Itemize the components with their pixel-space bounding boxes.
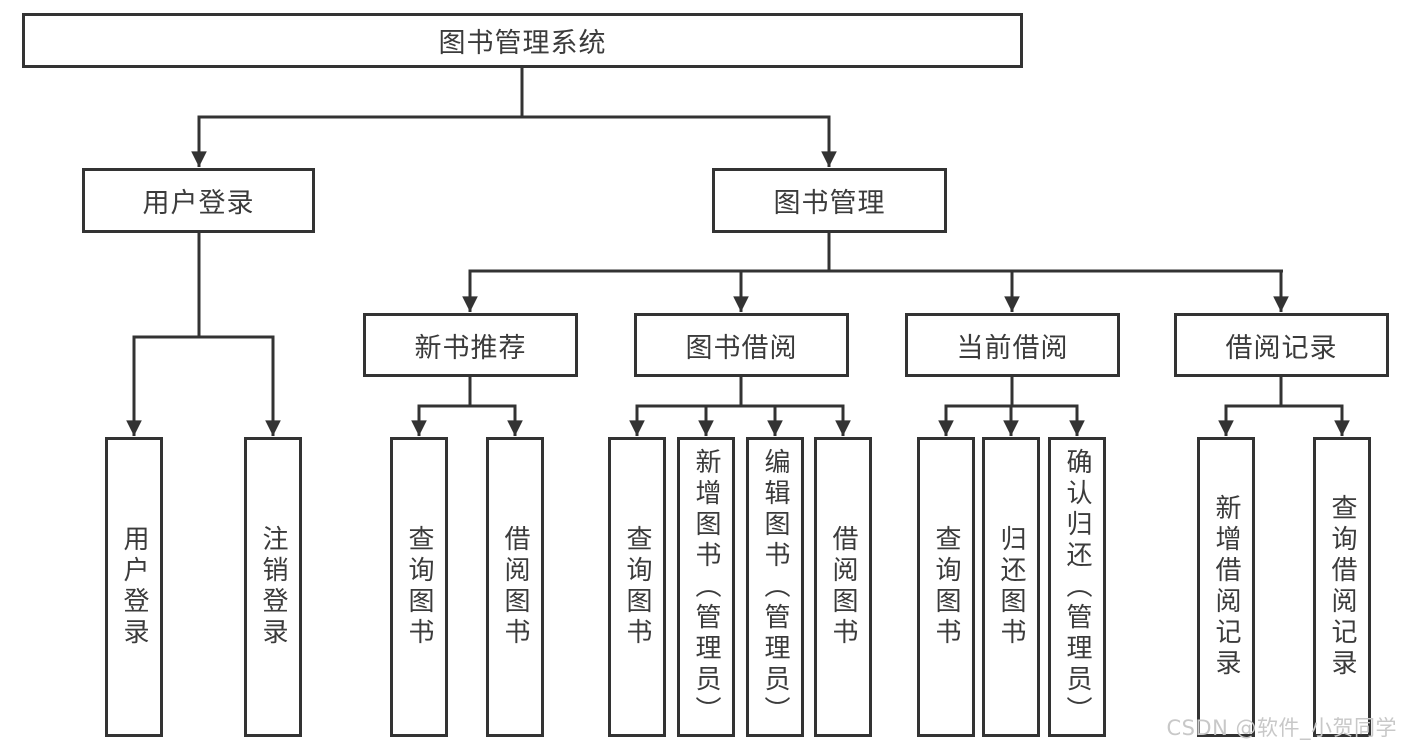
leaf-bb-borrow-books: 借阅图书 <box>814 437 872 737</box>
node-current-borrowing: 当前借阅 <box>905 313 1120 377</box>
node-new-book-recommend: 新书推荐 <box>363 313 578 377</box>
leaf-cb-confirm-return-admin: 确认归还（管理员） <box>1048 437 1106 737</box>
leaf-bb-add-books-admin: 新增图书（管理员） <box>677 437 735 737</box>
node-root-library-system: 图书管理系统 <box>22 13 1023 68</box>
node-borrow-records: 借阅记录 <box>1174 313 1389 377</box>
leaf-bb-query-books: 查询图书 <box>608 437 666 737</box>
leaf-nbr-query-books: 查询图书 <box>390 437 448 737</box>
leaf-logout: 注销登录 <box>244 437 302 737</box>
leaf-user-login: 用户登录 <box>105 437 163 737</box>
node-book-management: 图书管理 <box>712 168 947 233</box>
node-user-login: 用户登录 <box>82 168 315 233</box>
leaf-nbr-borrow-books: 借阅图书 <box>486 437 544 737</box>
leaf-bb-edit-books-admin: 编辑图书（管理员） <box>746 437 804 737</box>
leaf-cb-return-books: 归还图书 <box>982 437 1040 737</box>
csdn-watermark: CSDN @软件_小贺同学 <box>1166 716 1397 740</box>
leaf-br-add-record: 新增借阅记录 <box>1197 437 1255 737</box>
leaf-cb-query-books: 查询图书 <box>917 437 975 737</box>
node-book-borrowing: 图书借阅 <box>634 313 849 377</box>
leaf-br-query-record: 查询借阅记录 <box>1313 437 1371 737</box>
